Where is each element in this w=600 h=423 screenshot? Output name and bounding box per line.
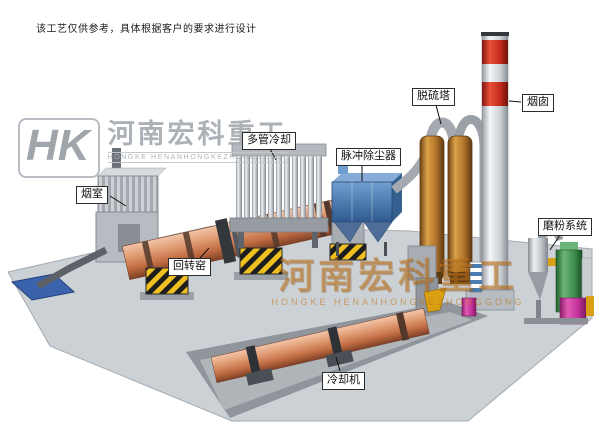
cooling-machine-graphic bbox=[210, 307, 430, 386]
label-desulfurization-tower: 脱硫塔 bbox=[412, 88, 455, 106]
label-rotary-kiln: 回转窑 bbox=[168, 258, 211, 276]
label-multi-tube-cooler: 多管冷却 bbox=[242, 132, 296, 150]
logo-subtitle: HONGKE HENANHONGKEZHONGGONG bbox=[107, 152, 288, 164]
label-grinding-system: 磨粉系统 bbox=[538, 218, 592, 236]
leader-lines bbox=[109, 100, 561, 372]
disclaimer-text: 该工艺仅供参考，具体根据客户的要求进行设计 bbox=[36, 24, 257, 35]
transfer-chute-graphic bbox=[407, 245, 477, 317]
label-pulse-dust-collector: 脉冲除尘器 bbox=[336, 148, 401, 166]
company-logo: HK 河南宏科重工 HONGKE HENANHONGKEZHONGGONG bbox=[18, 118, 288, 178]
logo-monogram-icon: HK bbox=[18, 118, 100, 178]
grinding-system-graphic bbox=[524, 227, 594, 325]
chimney-graphic bbox=[465, 32, 515, 311]
label-cooling-machine: 冷却机 bbox=[322, 372, 365, 390]
label-smoke-chamber: 烟室 bbox=[76, 186, 108, 204]
label-chimney: 烟囱 bbox=[522, 94, 554, 112]
